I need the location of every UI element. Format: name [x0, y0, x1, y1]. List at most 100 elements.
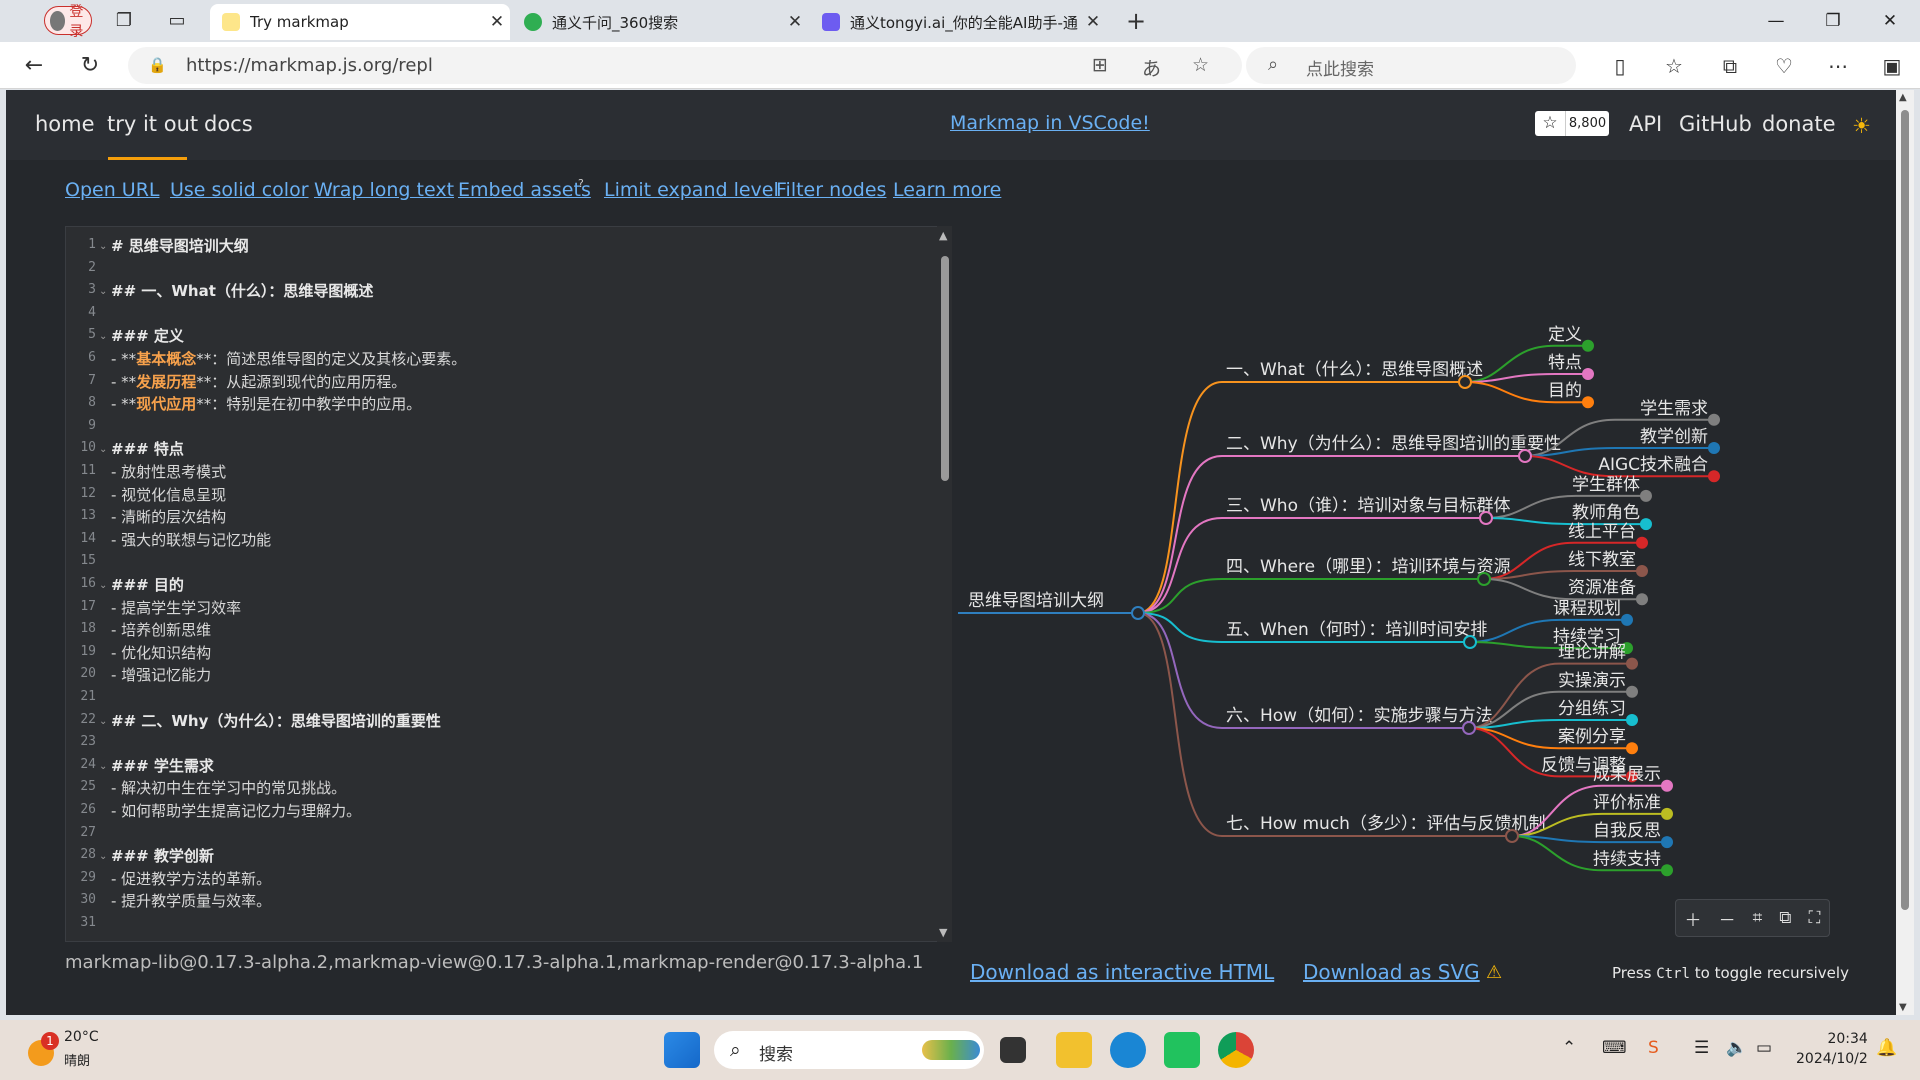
child-node-label[interactable]: 评价标准	[1593, 793, 1661, 813]
download-svg-link[interactable]: Download as SVG	[1303, 960, 1480, 984]
child-node-label[interactable]: 反馈与调整	[1541, 755, 1626, 775]
child-node-label[interactable]: 特点	[1548, 353, 1582, 373]
fold-toggle-icon[interactable]: ⌄	[99, 715, 108, 727]
close-tab-icon[interactable]: ✕	[787, 12, 803, 32]
page-scrollbar[interactable]: ▲ ▼	[1896, 90, 1914, 1015]
child-node-dot[interactable]	[1626, 685, 1638, 698]
task-view-icon[interactable]	[1000, 1037, 1026, 1063]
branch-node-label[interactable]: 二、Why（为什么）：思维导图培训的重要性	[1226, 434, 1561, 454]
wifi-icon[interactable]: ☰	[1694, 1038, 1710, 1058]
code-line[interactable]: - 放射性思考模式	[111, 461, 226, 482]
child-node-label[interactable]: 成果展示	[1593, 765, 1661, 785]
code-line[interactable]: - 促进教学方法的革新。	[111, 868, 271, 889]
child-node-dot[interactable]	[1640, 518, 1652, 531]
code-line[interactable]: - **现代应用**：特别是在初中教学中的应用。	[111, 393, 421, 414]
child-node-dot[interactable]	[1636, 565, 1648, 577]
child-node-dot[interactable]	[1582, 368, 1594, 380]
zoom-in-icon[interactable]: ＋	[1684, 910, 1702, 931]
close-tab-icon[interactable]: ✕	[1085, 12, 1101, 32]
wechat-icon[interactable]	[1164, 1032, 1200, 1068]
child-node-label[interactable]: 线下教室	[1568, 550, 1636, 570]
mindmap-svg[interactable]: 思维导图培训大纲 一、What（什么）：思维导图概述 定义特点目的二、Why（为什么…	[952, 226, 1846, 942]
fold-toggle-icon[interactable]: ⌄	[99, 286, 108, 298]
collections-icon[interactable]: ⧉	[1722, 54, 1738, 78]
page-scroll-down-icon[interactable]: ▼	[1899, 1002, 1907, 1013]
chrome-icon[interactable]	[1218, 1032, 1254, 1068]
root-node-label[interactable]: 思维导图培训大纲	[968, 591, 1104, 611]
branch-node-dot[interactable]	[1462, 721, 1476, 735]
child-node-label[interactable]: 自我反思	[1593, 821, 1661, 841]
nav-api-link[interactable]: API	[1629, 112, 1663, 136]
file-explorer-icon[interactable]	[1056, 1032, 1092, 1068]
fold-toggle-icon[interactable]: ⌄	[99, 580, 108, 591]
weather-widget[interactable]: 1	[24, 1032, 60, 1068]
browser-search-input[interactable]: ⌕ 点此搜索	[1246, 47, 1576, 84]
new-tab-icon[interactable]: +	[1125, 7, 1147, 35]
editor-scroll-thumb[interactable]	[941, 256, 949, 481]
child-node-label[interactable]: 案例分享	[1558, 727, 1626, 747]
editor-scrollbar[interactable]: ▲ ▼	[937, 226, 952, 942]
tab-actions-icon[interactable]: ▭	[168, 10, 186, 31]
fullscreen-icon[interactable]: ⛶	[1808, 908, 1821, 928]
child-node-dot[interactable]	[1636, 536, 1648, 549]
start-windows-icon[interactable]	[664, 1032, 700, 1068]
wrap-text-link[interactable]: Wrap long text	[314, 179, 455, 201]
branch-node-label[interactable]: 一、What（什么）：思维导图概述	[1226, 360, 1483, 380]
branch-node-dot[interactable]	[1458, 375, 1472, 389]
edge-browser-icon[interactable]	[1110, 1032, 1146, 1068]
minimize-icon[interactable]: —	[1767, 11, 1785, 31]
branch-node-label[interactable]: 六、How（如何）：实施步骤与方法	[1226, 706, 1493, 726]
child-node-label[interactable]: 实操演示	[1558, 671, 1626, 691]
child-node-dot[interactable]	[1661, 864, 1673, 877]
child-node-label[interactable]: 分组练习	[1558, 699, 1626, 719]
child-node-label[interactable]: 学生需求	[1640, 399, 1708, 419]
branch-node-label[interactable]: 七、How much（多少）：评估与反馈机制	[1226, 814, 1545, 834]
limit-expand-link[interactable]: Limit expand level	[604, 179, 779, 201]
vscode-link[interactable]: Markmap in VSCode!	[950, 112, 1150, 134]
code-line[interactable]: - 优化知识结构	[111, 642, 211, 663]
code-line[interactable]: - 提高学生学习效率	[111, 597, 241, 618]
child-node-label[interactable]: 持续学习	[1553, 627, 1621, 647]
code-line[interactable]: - 增强记忆能力	[111, 664, 211, 685]
code-line[interactable]: ### 目的	[111, 574, 184, 595]
favorite-star-icon[interactable]: ☆	[1192, 54, 1210, 76]
code-line[interactable]: - **发展历程**：从起源到现代的应用历程。	[111, 371, 406, 392]
code-line[interactable]: - 视觉化信息呈现	[111, 484, 226, 505]
split-screen-icon[interactable]: ▯	[1614, 54, 1626, 78]
fit-view-icon[interactable]: ⌗	[1752, 908, 1763, 928]
code-line[interactable]: - 解决初中生在学习中的常见挑战。	[111, 777, 346, 798]
tray-overflow-icon[interactable]: ⌃	[1562, 1038, 1577, 1058]
child-node-dot[interactable]	[1708, 413, 1720, 426]
code-line[interactable]: ### 特点	[111, 438, 184, 459]
child-node-dot[interactable]	[1626, 770, 1638, 783]
scroll-up-icon[interactable]: ▲	[939, 229, 948, 242]
branch-node-dot[interactable]	[1505, 829, 1519, 843]
toggle-recursive-icon[interactable]: ⧉	[1779, 908, 1792, 928]
child-node-label[interactable]: 定义	[1548, 325, 1582, 345]
child-node-dot[interactable]	[1626, 742, 1638, 755]
child-node-dot[interactable]	[1621, 613, 1633, 626]
child-node-dot[interactable]	[1621, 642, 1633, 655]
child-node-dot[interactable]	[1661, 807, 1673, 820]
security-app-icon[interactable]: S	[1648, 1038, 1659, 1058]
nav-docs-link[interactable]: docs	[204, 112, 253, 136]
branch-node-dot[interactable]	[1518, 449, 1532, 463]
branch-node-label[interactable]: 五、When（何时）：培训时间安排	[1226, 620, 1487, 640]
tab-tongyi[interactable]: 通义tongyi.ai_你的全能AI助手-通 ✕	[810, 4, 1106, 40]
branch-node-label[interactable]: 三、Who（谁）：培训对象与目标群体	[1226, 496, 1510, 516]
child-node-dot[interactable]	[1582, 396, 1594, 409]
child-node-dot[interactable]	[1582, 339, 1594, 352]
volume-icon[interactable]: 🔈	[1726, 1038, 1748, 1058]
child-node-dot[interactable]	[1708, 442, 1720, 454]
nav-home-link[interactable]: home	[35, 112, 95, 136]
child-node-label[interactable]: 目的	[1548, 381, 1582, 401]
code-line[interactable]: # 思维导图培训大纲	[111, 235, 249, 256]
theme-toggle-sun-icon[interactable]: ☀	[1852, 114, 1871, 138]
child-node-label[interactable]: 课程规划	[1553, 599, 1621, 619]
code-line[interactable]: - **基本概念**：简述思维导图的定义及其核心要素。	[111, 348, 466, 369]
child-node-dot[interactable]	[1636, 593, 1648, 606]
app-available-icon[interactable]: ⊞	[1092, 54, 1108, 76]
branch-node-label[interactable]: 四、Where（哪里）：培训环境与资源	[1226, 557, 1511, 577]
restore-icon[interactable]: ❐	[1825, 11, 1841, 31]
